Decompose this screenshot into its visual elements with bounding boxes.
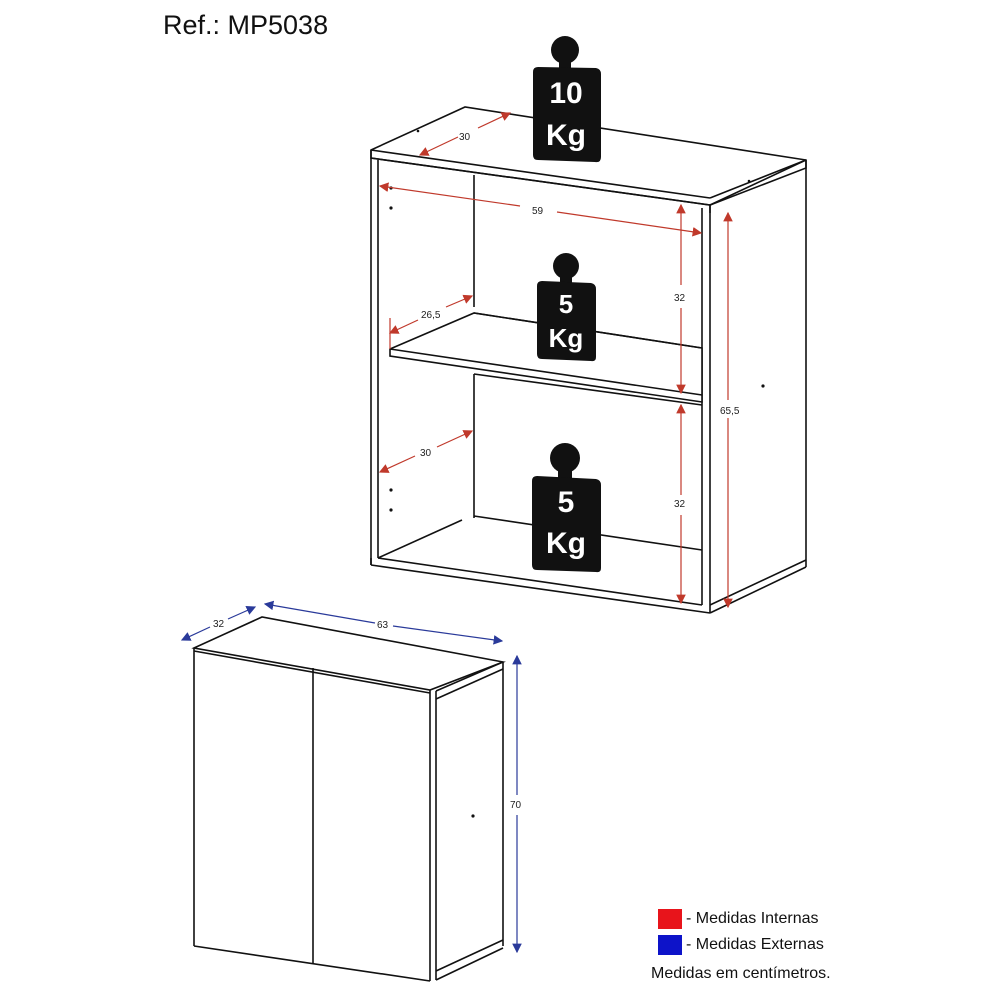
dim-depth: 32	[213, 619, 225, 630]
dim-inner-width: 59	[532, 206, 544, 217]
reference-title: Ref.: MP5038	[163, 10, 329, 40]
svg-text:5: 5	[558, 486, 575, 519]
internal-dimension-labels: 30 59 32 26,5 65,5 30 32	[420, 132, 740, 510]
external-dimension-labels: 32 63 70	[213, 619, 522, 811]
internal-dimensions	[378, 112, 733, 609]
dim-width: 63	[377, 620, 389, 631]
legend-item-internal: - Medidas Internas	[658, 906, 824, 932]
svg-text:Kg: Kg	[546, 119, 586, 152]
dim-upper-height: 32	[674, 293, 686, 304]
dim-height: 70	[510, 800, 522, 811]
blue-swatch-icon	[658, 935, 682, 955]
svg-text:Kg: Kg	[546, 527, 586, 560]
svg-text:5: 5	[559, 289, 573, 319]
external-dimensions	[180, 600, 522, 954]
weight-icon-top: 10 Kg	[533, 36, 601, 163]
dim-lower-height: 32	[674, 499, 686, 510]
dim-top-depth: 30	[459, 132, 471, 143]
dim-inner-total-height: 65,5	[720, 406, 740, 417]
pin-hole-closed	[471, 814, 475, 818]
red-swatch-icon	[658, 909, 682, 929]
svg-text:10: 10	[549, 77, 582, 110]
closed-cabinet	[191, 616, 506, 982]
legend: - Medidas Internas - Medidas Externas	[658, 906, 824, 958]
legend-item-external: - Medidas Externas	[658, 932, 824, 958]
weight-icon-shelf: 5 Kg	[537, 253, 596, 362]
weight-icon-bottom: 5 Kg	[532, 443, 601, 573]
dim-bottom-depth: 30	[420, 448, 432, 459]
units-note: Medidas em centímetros.	[651, 965, 831, 982]
svg-text:Kg: Kg	[549, 323, 584, 353]
dim-shelf-depth: 26,5	[421, 310, 441, 321]
